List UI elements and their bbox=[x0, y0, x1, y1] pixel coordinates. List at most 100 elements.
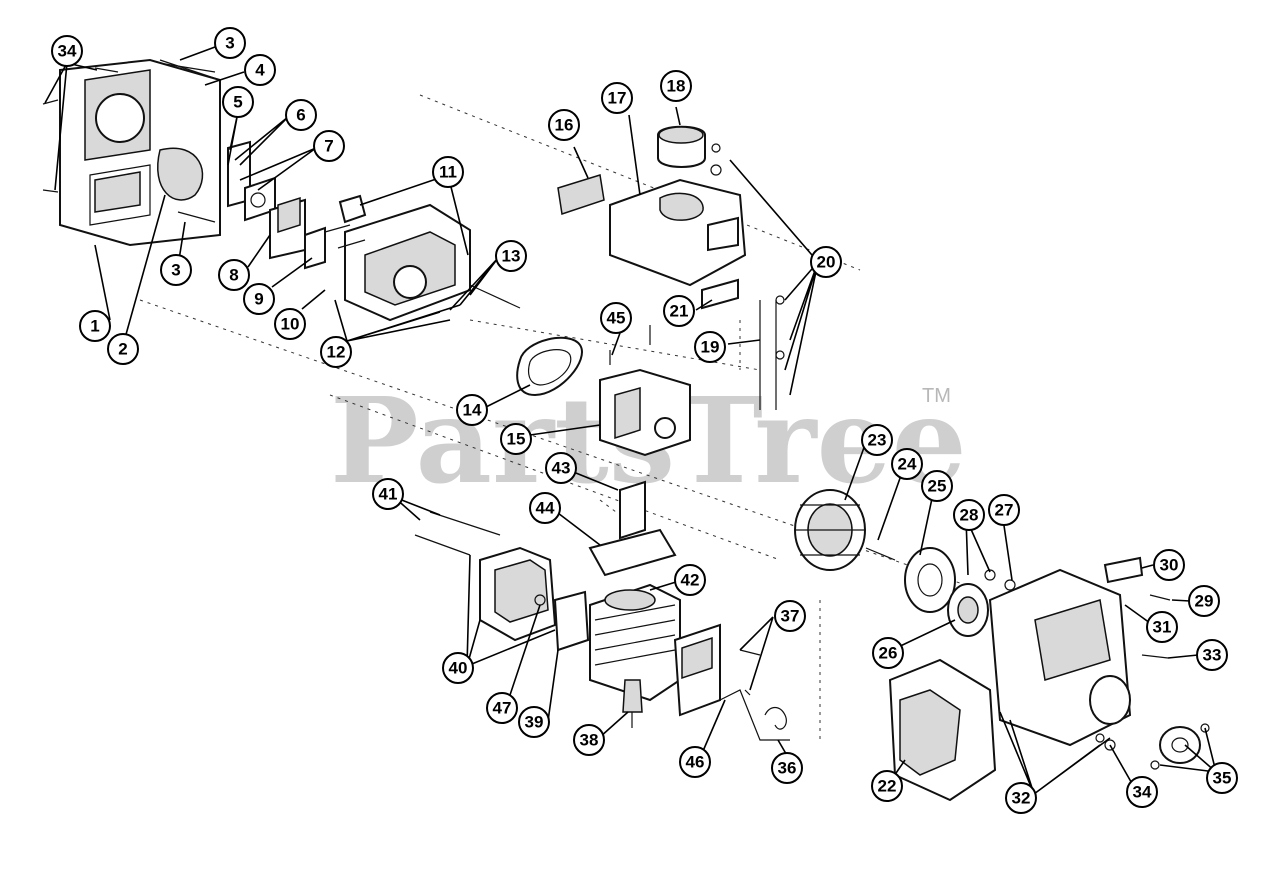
callout-46: 46 bbox=[679, 746, 711, 778]
callout-12: 12 bbox=[320, 336, 352, 368]
spark-plug-part bbox=[622, 679, 643, 728]
svg-text:18: 18 bbox=[667, 77, 686, 96]
callout-25: 25 bbox=[921, 470, 953, 502]
air-box-part bbox=[324, 194, 521, 322]
svg-text:46: 46 bbox=[686, 753, 705, 772]
intake-manifold-part bbox=[516, 325, 691, 457]
callout-17: 17 bbox=[601, 82, 633, 114]
fan-housing-part bbox=[988, 556, 1171, 747]
callout-45: 45 bbox=[600, 302, 632, 334]
callout-38: 38 bbox=[573, 724, 605, 756]
bearing-plate-part bbox=[1150, 723, 1210, 770]
callout-34: 34 bbox=[51, 35, 83, 67]
svg-text:28: 28 bbox=[960, 506, 979, 525]
callout-21: 21 bbox=[663, 295, 695, 327]
callout-40: 40 bbox=[442, 652, 474, 684]
svg-text:41: 41 bbox=[379, 485, 398, 504]
callout-32: 32 bbox=[1005, 782, 1037, 814]
svg-text:27: 27 bbox=[995, 501, 1014, 520]
callout-22: 22 bbox=[871, 770, 903, 802]
muffler-group bbox=[414, 511, 590, 652]
throttle-linkage bbox=[719, 649, 790, 741]
callout-4: 4 bbox=[244, 54, 276, 86]
svg-text:47: 47 bbox=[493, 699, 512, 718]
callout-8: 8 bbox=[218, 259, 250, 291]
svg-text:20: 20 bbox=[817, 253, 836, 272]
carburetor-group bbox=[227, 140, 326, 270]
svg-text:38: 38 bbox=[580, 731, 599, 750]
svg-text:22: 22 bbox=[878, 777, 897, 796]
callout-16: 16 bbox=[548, 109, 580, 141]
callout-18: 18 bbox=[660, 70, 692, 102]
svg-text:43: 43 bbox=[552, 459, 571, 478]
svg-text:24: 24 bbox=[898, 455, 917, 474]
svg-text:12: 12 bbox=[327, 343, 346, 362]
svg-text:3: 3 bbox=[225, 34, 234, 53]
svg-text:33: 33 bbox=[1203, 646, 1222, 665]
svg-text:1: 1 bbox=[90, 317, 99, 336]
crankcase-cover-part bbox=[888, 658, 1116, 802]
svg-text:26: 26 bbox=[879, 644, 898, 663]
callout-29: 29 bbox=[1188, 585, 1220, 617]
callout-35: 35 bbox=[1206, 762, 1238, 794]
svg-text:44: 44 bbox=[536, 499, 555, 518]
svg-text:16: 16 bbox=[555, 116, 574, 135]
callout-13: 13 bbox=[495, 240, 527, 272]
callout-2: 2 bbox=[107, 333, 139, 365]
callout-33: 33 bbox=[1196, 639, 1228, 671]
callout-9: 9 bbox=[243, 283, 275, 315]
callout-27: 27 bbox=[988, 494, 1020, 526]
svg-text:32: 32 bbox=[1012, 789, 1031, 808]
fuel-tank-part bbox=[557, 125, 747, 310]
svg-text:31: 31 bbox=[1153, 618, 1172, 637]
svg-text:7: 7 bbox=[324, 137, 333, 156]
callout-36: 36 bbox=[771, 752, 803, 784]
callout-3: 3 bbox=[160, 254, 192, 286]
svg-text:8: 8 bbox=[229, 266, 238, 285]
svg-text:30: 30 bbox=[1160, 556, 1179, 575]
svg-text:10: 10 bbox=[281, 315, 300, 334]
callout-20: 20 bbox=[810, 246, 842, 278]
callout-24: 24 bbox=[891, 448, 923, 480]
svg-text:29: 29 bbox=[1195, 592, 1214, 611]
callout-5: 5 bbox=[222, 86, 254, 118]
callout-6: 6 bbox=[285, 99, 317, 131]
svg-text:17: 17 bbox=[608, 89, 627, 108]
svg-text:35: 35 bbox=[1213, 769, 1232, 788]
callout-34: 34 bbox=[1126, 776, 1158, 808]
svg-text:45: 45 bbox=[607, 309, 626, 328]
callout-23: 23 bbox=[861, 424, 893, 456]
svg-text:36: 36 bbox=[778, 759, 797, 778]
callout-7: 7 bbox=[313, 130, 345, 162]
fuel-lines bbox=[710, 143, 785, 410]
svg-text:5: 5 bbox=[233, 93, 242, 112]
callout-31: 31 bbox=[1146, 611, 1178, 643]
flywheel-group bbox=[794, 489, 1016, 637]
svg-text:14: 14 bbox=[463, 401, 482, 420]
svg-text:11: 11 bbox=[439, 163, 457, 182]
svg-text:40: 40 bbox=[449, 659, 468, 678]
cylinder-group bbox=[588, 480, 721, 717]
svg-text:21: 21 bbox=[670, 302, 689, 321]
svg-text:13: 13 bbox=[502, 247, 521, 266]
callout-1: 1 bbox=[79, 310, 111, 342]
callout-37: 37 bbox=[774, 600, 806, 632]
svg-text:19: 19 bbox=[701, 338, 720, 357]
svg-text:15: 15 bbox=[507, 430, 526, 449]
engine-housing-part bbox=[59, 58, 221, 247]
svg-text:6: 6 bbox=[296, 106, 305, 125]
svg-text:25: 25 bbox=[928, 477, 947, 496]
callout-3: 3 bbox=[214, 27, 246, 59]
svg-text:34: 34 bbox=[58, 42, 77, 61]
callout-28: 28 bbox=[953, 499, 985, 531]
bolts-top-left bbox=[42, 63, 216, 223]
callout-47: 47 bbox=[486, 692, 518, 724]
callout-19: 19 bbox=[694, 331, 726, 363]
svg-text:39: 39 bbox=[525, 713, 544, 732]
svg-text:23: 23 bbox=[868, 431, 887, 450]
svg-text:2: 2 bbox=[118, 340, 127, 359]
callouts: 34 3 4 5 6 7 11 3 13 8 9 10 1 2 12 16 17… bbox=[51, 27, 1238, 814]
svg-text:9: 9 bbox=[254, 290, 263, 309]
